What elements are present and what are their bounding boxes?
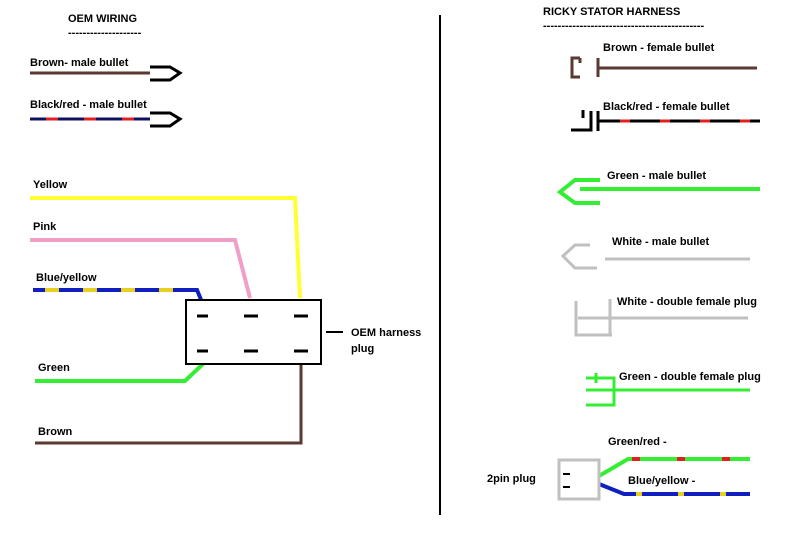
label-brown-female-bullet: Brown - female bullet — [603, 42, 715, 54]
oem-brown-male-bullet: Brown- male bullet — [30, 57, 183, 82]
oem-wiring-underline: -------------------- — [68, 27, 142, 39]
ricky-2pin-plug: Green/red - Blue/yellow - 2pin plug — [487, 436, 750, 501]
oem-green-wire: Green — [35, 360, 207, 383]
ricky-title: RICKY STATOR HARNESS — [543, 6, 680, 18]
ricky-white-male-bullet: White - male bullet — [560, 236, 750, 270]
label-blueyellow: Blue/yellow — [36, 272, 97, 284]
label-green: Green — [38, 362, 70, 374]
label-oem-harness-plug: OEM harness — [351, 327, 421, 339]
label-white-male-bullet: White - male bullet — [612, 236, 710, 248]
oem-pink-wire: Pink — [30, 221, 252, 299]
ricky-brown-female-bullet: Brown - female bullet — [570, 42, 757, 79]
label-yellow: Yellow — [33, 179, 68, 191]
ricky-green-male-bullet: Green - male bullet — [556, 170, 760, 205]
label-blackred-male-bullet: Black/red - male bullet — [30, 99, 147, 111]
label-brown-male-bullet: Brown- male bullet — [30, 57, 129, 69]
label-green-male-bullet: Green - male bullet — [607, 170, 706, 182]
label-brown: Brown — [38, 426, 73, 438]
oem-brown-wire: Brown — [35, 362, 303, 445]
ricky-blackred-female-bullet: Black/red - female bullet — [571, 101, 760, 132]
label-blueyellow-2pin: Blue/yellow - — [628, 475, 696, 487]
oem-blackred-male-bullet: Black/red - male bullet — [30, 99, 183, 128]
oem-harness-plug: OEM harness plug — [185, 299, 421, 365]
plug-pins — [197, 314, 308, 353]
oem-blueyellow-wire: Blue/yellow — [33, 272, 204, 303]
label-green-double-female-plug: Green - double female plug — [619, 371, 761, 383]
oem-yellow-wire: Yellow — [30, 179, 302, 299]
label-2pin-plug: 2pin plug — [487, 473, 536, 485]
label-oem-harness-plug-2: plug — [351, 343, 374, 355]
label-pink: Pink — [33, 221, 57, 233]
oem-wiring-title: OEM WIRING — [68, 13, 137, 25]
ricky-white-double-female-plug: White - double female plug — [574, 296, 757, 337]
label-greenred: Green/red - — [608, 436, 667, 448]
ricky-title-underline: ----------------------------------------… — [543, 20, 705, 32]
label-blackred-female-bullet: Black/red - female bullet — [603, 101, 730, 113]
ricky-green-double-female-plug: Green - double female plug — [586, 371, 761, 407]
label-white-double-female-plug: White - double female plug — [617, 296, 757, 308]
